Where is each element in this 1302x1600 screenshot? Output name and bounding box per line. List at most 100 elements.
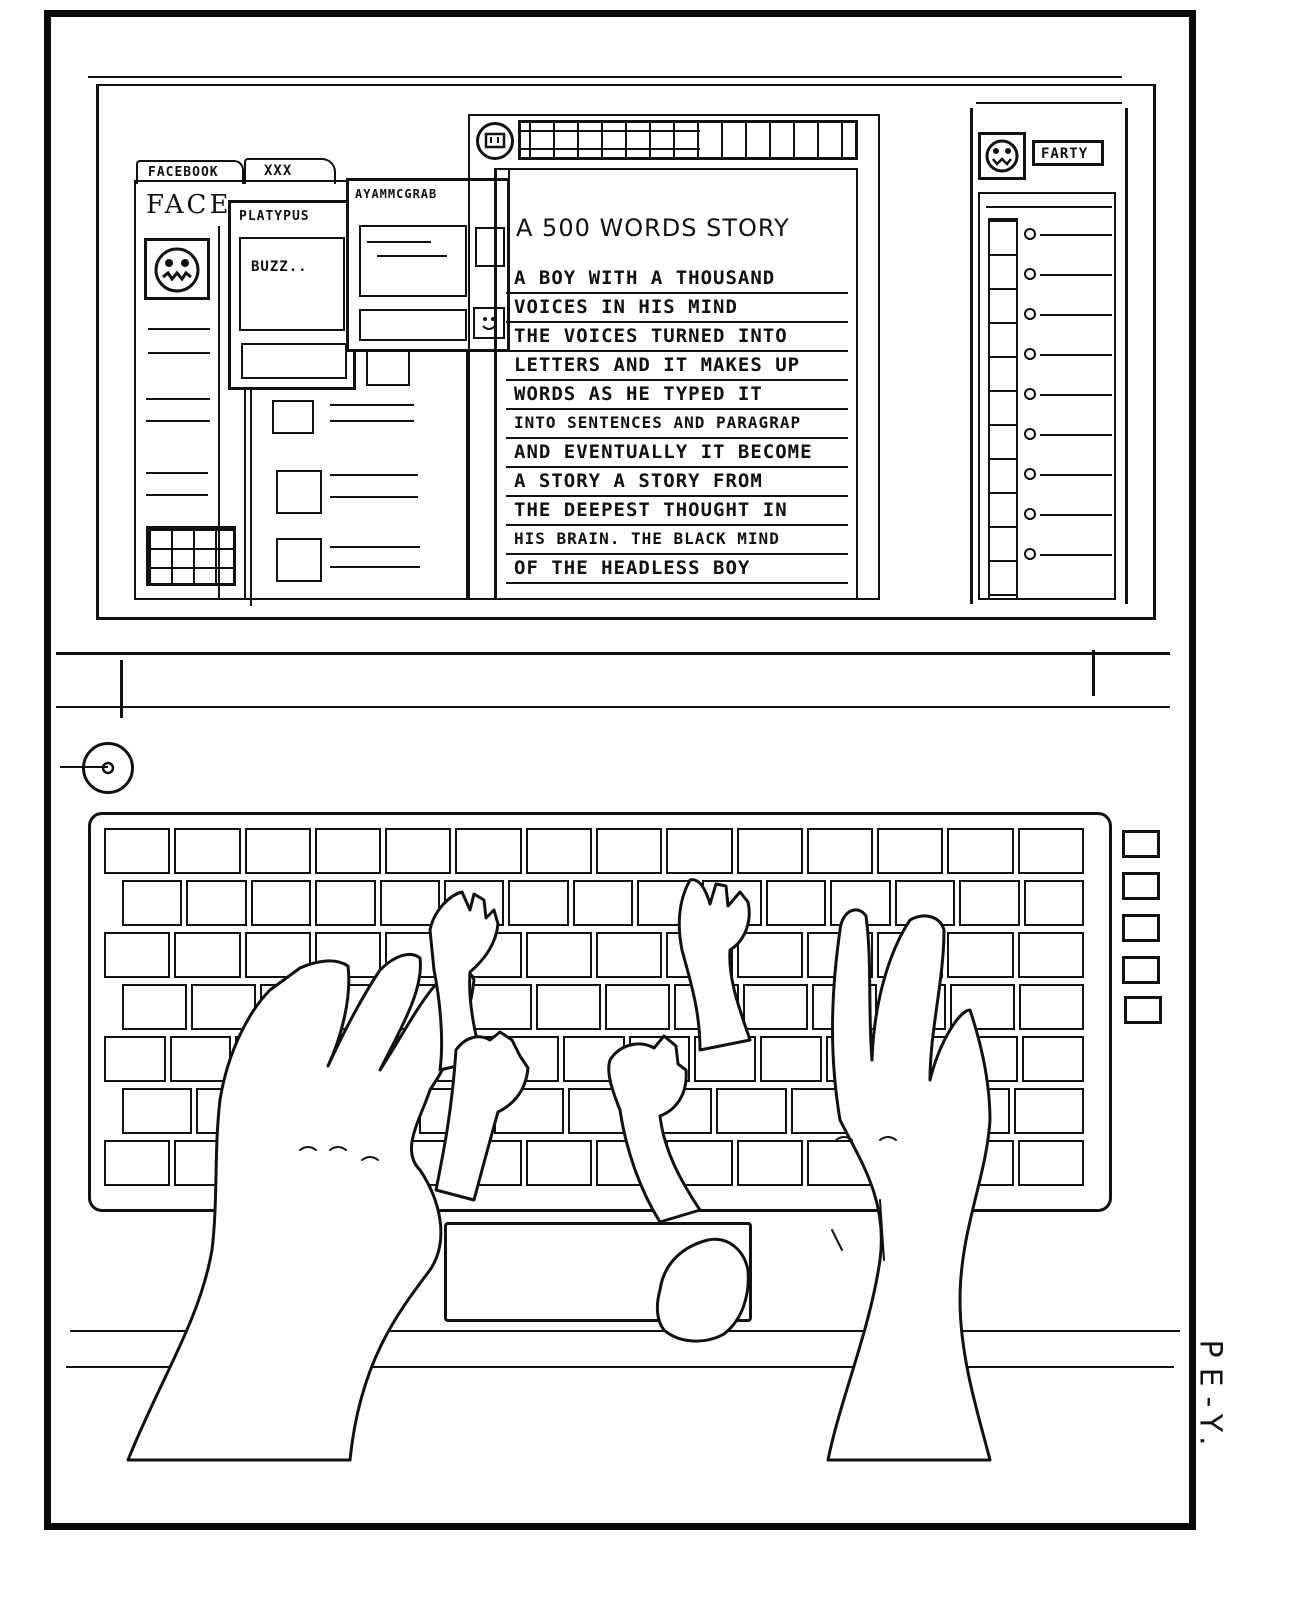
keyboard-key[interactable] (563, 1036, 625, 1082)
feed-thumbnail[interactable] (276, 470, 322, 514)
keyboard-key[interactable] (385, 1140, 452, 1186)
keyboard-key[interactable] (244, 828, 311, 874)
keyboard-key[interactable] (300, 1036, 363, 1082)
keyboard-key[interactable] (174, 828, 241, 874)
keyboard-key[interactable] (806, 1140, 874, 1186)
keyboard-key[interactable] (959, 880, 1020, 926)
keyboard-key[interactable] (379, 880, 440, 926)
keyboard-key[interactable] (891, 1036, 953, 1082)
side-key[interactable] (1122, 956, 1160, 984)
right-panel-avatar[interactable] (978, 132, 1026, 180)
slider-knob[interactable] (1024, 548, 1036, 560)
keyboard-key[interactable] (806, 828, 874, 874)
keyboard-key[interactable] (766, 880, 827, 926)
keyboard-key[interactable] (444, 880, 505, 926)
keyboard-key[interactable] (881, 984, 946, 1030)
list-slider[interactable] (1024, 466, 1124, 486)
list-slider[interactable] (1024, 306, 1124, 326)
keyboard-key[interactable] (366, 1036, 428, 1082)
keyboard-key[interactable] (1013, 1088, 1084, 1134)
chat-window-platypus[interactable]: PLATYPUS BUZZ.. (228, 200, 356, 390)
keyboard-key[interactable] (244, 932, 311, 978)
keyboard-key[interactable] (174, 1140, 241, 1186)
slider-knob[interactable] (1024, 268, 1036, 280)
keyboard-key[interactable] (674, 984, 739, 1030)
media-player-avatar[interactable] (476, 122, 514, 160)
slider-knob[interactable] (1024, 388, 1036, 400)
keyboard-key[interactable] (642, 1088, 713, 1134)
keyboard-key[interactable] (1019, 984, 1084, 1030)
feed-thumbnail[interactable] (272, 400, 314, 434)
keyboard-key[interactable] (525, 1140, 592, 1186)
list-slider[interactable] (1024, 506, 1124, 526)
keyboard-key[interactable] (760, 1036, 822, 1082)
keyboard-key[interactable] (877, 828, 944, 874)
keyboard-key[interactable] (455, 828, 522, 874)
side-key[interactable] (1124, 996, 1162, 1024)
keyboard-key[interactable] (596, 828, 663, 874)
keyboard-key[interactable] (736, 828, 803, 874)
feed-thumbnail[interactable] (276, 538, 322, 582)
keyboard-key[interactable] (825, 1036, 888, 1082)
side-key[interactable] (1122, 872, 1160, 900)
media-progress-bar[interactable] (518, 120, 858, 160)
keyboard-key[interactable] (186, 880, 247, 926)
list-slider[interactable] (1024, 346, 1124, 366)
slider-knob[interactable] (1024, 308, 1036, 320)
keyboard-key[interactable] (956, 1036, 1019, 1082)
keyboard-key[interactable] (329, 984, 394, 1030)
chat-avatar[interactable] (473, 307, 505, 339)
keyboard-key[interactable] (398, 984, 463, 1030)
keyboard-key[interactable] (344, 1088, 416, 1134)
side-key[interactable] (1122, 914, 1160, 942)
keyboard-key[interactable] (497, 1036, 560, 1082)
slider-knob[interactable] (1024, 428, 1036, 440)
keyboard-key[interactable] (947, 932, 1014, 978)
keyboard-key[interactable] (596, 932, 663, 978)
keyboard-key[interactable] (536, 984, 601, 1030)
chat-input[interactable] (359, 309, 467, 341)
keyboard-key[interactable] (1017, 1140, 1084, 1186)
tab-facebook[interactable]: FACEBOOK (136, 160, 244, 184)
keyboard-key[interactable] (830, 880, 891, 926)
keyboard-key[interactable] (790, 1088, 862, 1134)
keyboard-key[interactable] (270, 1088, 341, 1134)
keyboard-key[interactable] (419, 1088, 490, 1134)
list-slider[interactable] (1024, 266, 1124, 286)
keyboard-key[interactable] (385, 828, 452, 874)
keyboard-key[interactable] (637, 880, 698, 926)
keyboard-key[interactable] (315, 880, 376, 926)
keyboard-key[interactable] (104, 1036, 166, 1082)
keyboard-key[interactable] (122, 1088, 193, 1134)
slider-knob[interactable] (1024, 508, 1036, 520)
chat-input[interactable] (241, 343, 347, 379)
keyboard-key[interactable] (493, 1088, 564, 1134)
keyboard-key[interactable] (525, 828, 592, 874)
keyboard-key[interactable] (260, 984, 325, 1030)
keyboard-key[interactable] (314, 932, 382, 978)
farty-button[interactable]: FARTY (1032, 140, 1104, 166)
keyboard-key[interactable] (628, 1036, 691, 1082)
keyboard-key[interactable] (865, 1088, 936, 1134)
side-key[interactable] (1122, 830, 1160, 858)
keyboard-key[interactable] (104, 1140, 171, 1186)
keyboard-key[interactable] (455, 1140, 522, 1186)
slider-knob[interactable] (1024, 228, 1036, 240)
keyboard-key[interactable] (950, 984, 1015, 1030)
list-slider[interactable] (1024, 426, 1124, 446)
right-panel-scrollbar[interactable] (988, 218, 1018, 600)
keyboard-key[interactable] (169, 1036, 232, 1082)
keyboard-key[interactable] (736, 1140, 803, 1186)
keyboard-key[interactable] (1023, 880, 1084, 926)
keyboard-key[interactable] (743, 984, 808, 1030)
keyboard-key[interactable] (104, 828, 171, 874)
keyboard-key[interactable] (666, 828, 733, 874)
keyboard-key[interactable] (666, 1140, 733, 1186)
keyboard-key[interactable] (244, 1140, 311, 1186)
keyboard-key[interactable] (314, 828, 382, 874)
keyboard-key[interactable] (196, 1088, 267, 1134)
keyboard-key[interactable] (174, 932, 241, 978)
calendar-grid[interactable] (146, 526, 236, 586)
keyboard-key[interactable] (385, 932, 452, 978)
keyboard-key[interactable] (877, 932, 944, 978)
